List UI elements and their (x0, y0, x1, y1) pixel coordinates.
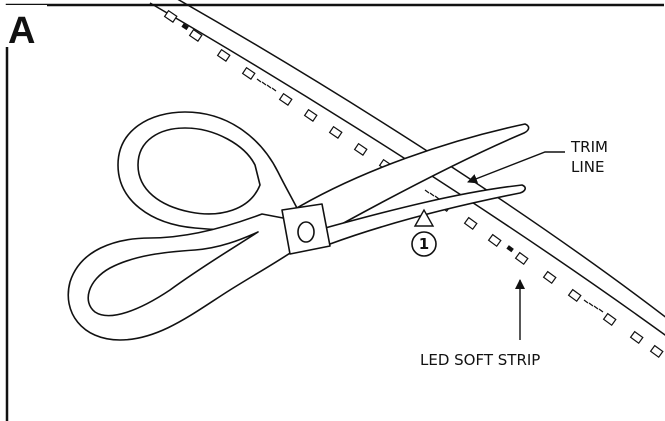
resistor-mark (506, 245, 514, 253)
scissors-icon (67, 111, 530, 341)
panel-letter: A (8, 10, 35, 52)
strip-label: LED SOFT STRIP (420, 351, 540, 369)
led-chip (353, 142, 368, 156)
trim-line-pointer (467, 151, 565, 184)
led-chip (514, 251, 529, 266)
step-up-arrow (413, 208, 435, 227)
led-chip (328, 125, 343, 139)
lower-handle-opening (87, 231, 259, 317)
led-chip (649, 344, 664, 359)
arrow-icon (467, 151, 565, 184)
led-chip (163, 9, 178, 23)
upper-blade (289, 123, 530, 237)
trim-line-label-line2: LINE (571, 158, 604, 176)
trim-line-label-line1: TRIM (570, 138, 608, 156)
solder-pads (256, 78, 277, 92)
resistor-mark (181, 23, 189, 31)
led-chip (216, 48, 231, 62)
led-chip (463, 216, 478, 231)
led-chip (188, 28, 203, 42)
led-chip (629, 330, 644, 345)
circle-number-icon (411, 231, 437, 257)
step-number: 1 (419, 235, 429, 253)
pivot-screw (297, 221, 315, 243)
panel-letter-box (5, 5, 47, 47)
upper-handle-opening (137, 127, 261, 215)
led-chip (278, 92, 293, 106)
led-chip (241, 66, 256, 80)
led-chip (602, 312, 617, 327)
solder-pads (424, 189, 440, 200)
led-chip (542, 270, 557, 285)
led-chip (567, 288, 582, 303)
led-chip (303, 108, 318, 122)
led-chip (487, 233, 502, 248)
solder-pads (583, 299, 604, 313)
led-chips (163, 9, 664, 359)
led-soft-strip (149, 0, 665, 336)
